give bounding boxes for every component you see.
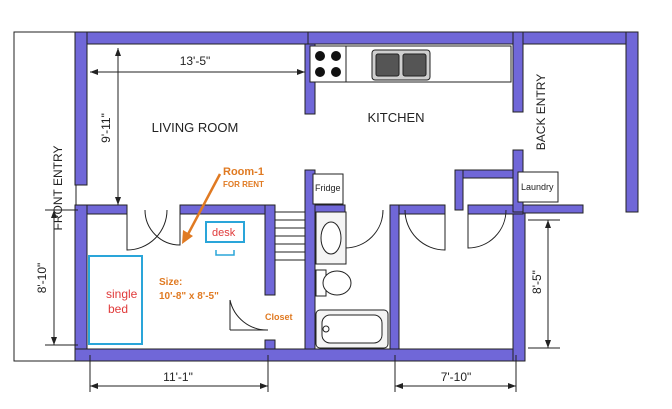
dim-bottom-right-label: 7'-10" (441, 370, 472, 384)
single-bed (88, 255, 143, 345)
room-arrow (182, 173, 222, 244)
living-room-label: LIVING ROOM (152, 120, 239, 135)
dim-bottom-left (89, 355, 269, 392)
fridge-label: Fridge (315, 183, 341, 193)
dim-bedroom-height-label: 8'-10" (35, 263, 49, 294)
toilet-icon (315, 269, 352, 297)
desk-chair-icon (215, 250, 235, 256)
kitchen-label: KITCHEN (367, 110, 424, 125)
front-entry-label: FRONT ENTRY (51, 146, 65, 231)
stairs-icon (275, 211, 305, 261)
vanity-icon (315, 211, 347, 265)
dim-right (528, 219, 560, 349)
dim-living-height-label: 9'-11" (99, 113, 113, 143)
bed-label-line2: bed (108, 302, 128, 316)
bathtub-icon (315, 309, 389, 349)
dim-living-height (115, 48, 121, 205)
room-subtitle: FOR RENT (223, 180, 264, 189)
exterior-walls (74, 31, 639, 362)
desk-label: desk (212, 227, 236, 239)
fridge-box (312, 173, 344, 205)
dim-bottom-left-label: 11'-1" (163, 370, 193, 384)
dim-top-label: 13'-5" (180, 54, 211, 68)
dim-right-label: 8'-5" (530, 270, 544, 294)
size-value: 10'-8" x 8'-5" (159, 291, 219, 302)
desk (205, 221, 245, 243)
sink-icon (371, 49, 431, 81)
front-entry-outline (13, 31, 77, 362)
laundry-label: Laundry (521, 182, 554, 192)
dim-bedroom-height (45, 209, 78, 346)
closet-label: Closet (265, 312, 293, 322)
door-swings (126, 209, 507, 331)
dim-top (90, 69, 305, 75)
size-title: Size: (159, 277, 182, 288)
dim-bottom-right (394, 355, 517, 392)
laundry-box (517, 171, 559, 203)
stove-icon (309, 45, 347, 83)
bed-label-line1: single (106, 287, 138, 301)
room-title: Room-1 (223, 166, 264, 178)
back-entry-label: BACK ENTRY (534, 74, 548, 150)
